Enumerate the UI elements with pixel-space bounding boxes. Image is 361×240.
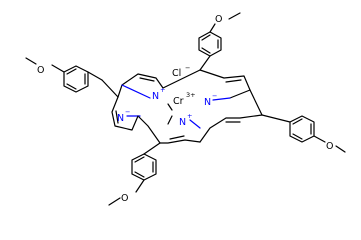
chromium-charge: 3+ <box>186 91 196 99</box>
nitrogen-bottom: N <box>179 117 186 128</box>
nitrogen-left-charge: − <box>125 108 130 116</box>
nitrogen-left: N <box>117 113 124 124</box>
aryl-bottom <box>108 142 161 206</box>
chlorine-charge: − <box>185 64 190 72</box>
aryl-right <box>261 114 346 153</box>
structure-drawing: O O O O <box>25 12 346 206</box>
chromium-label: Cr <box>173 96 184 107</box>
nitrogen-bottom-charge: + <box>187 112 192 120</box>
aryl-top-right <box>198 12 241 71</box>
chlorine-label: Cl <box>172 68 181 79</box>
nitrogen-top-right: N <box>204 97 211 108</box>
oxygen-left: O <box>37 65 44 76</box>
oxygen-bottom: O <box>121 193 128 204</box>
molecule-diagram: O O O O <box>25 12 346 206</box>
nitrogen-top-left-charge: + <box>160 86 165 94</box>
aryl-left <box>25 57 119 98</box>
porphyrin-core <box>111 69 263 144</box>
nitrogen-top-left: N <box>152 91 159 102</box>
oxygen-right: O <box>326 141 333 152</box>
oxygen-top: O <box>215 14 222 25</box>
nitrogen-top-right-charge: − <box>212 92 217 100</box>
